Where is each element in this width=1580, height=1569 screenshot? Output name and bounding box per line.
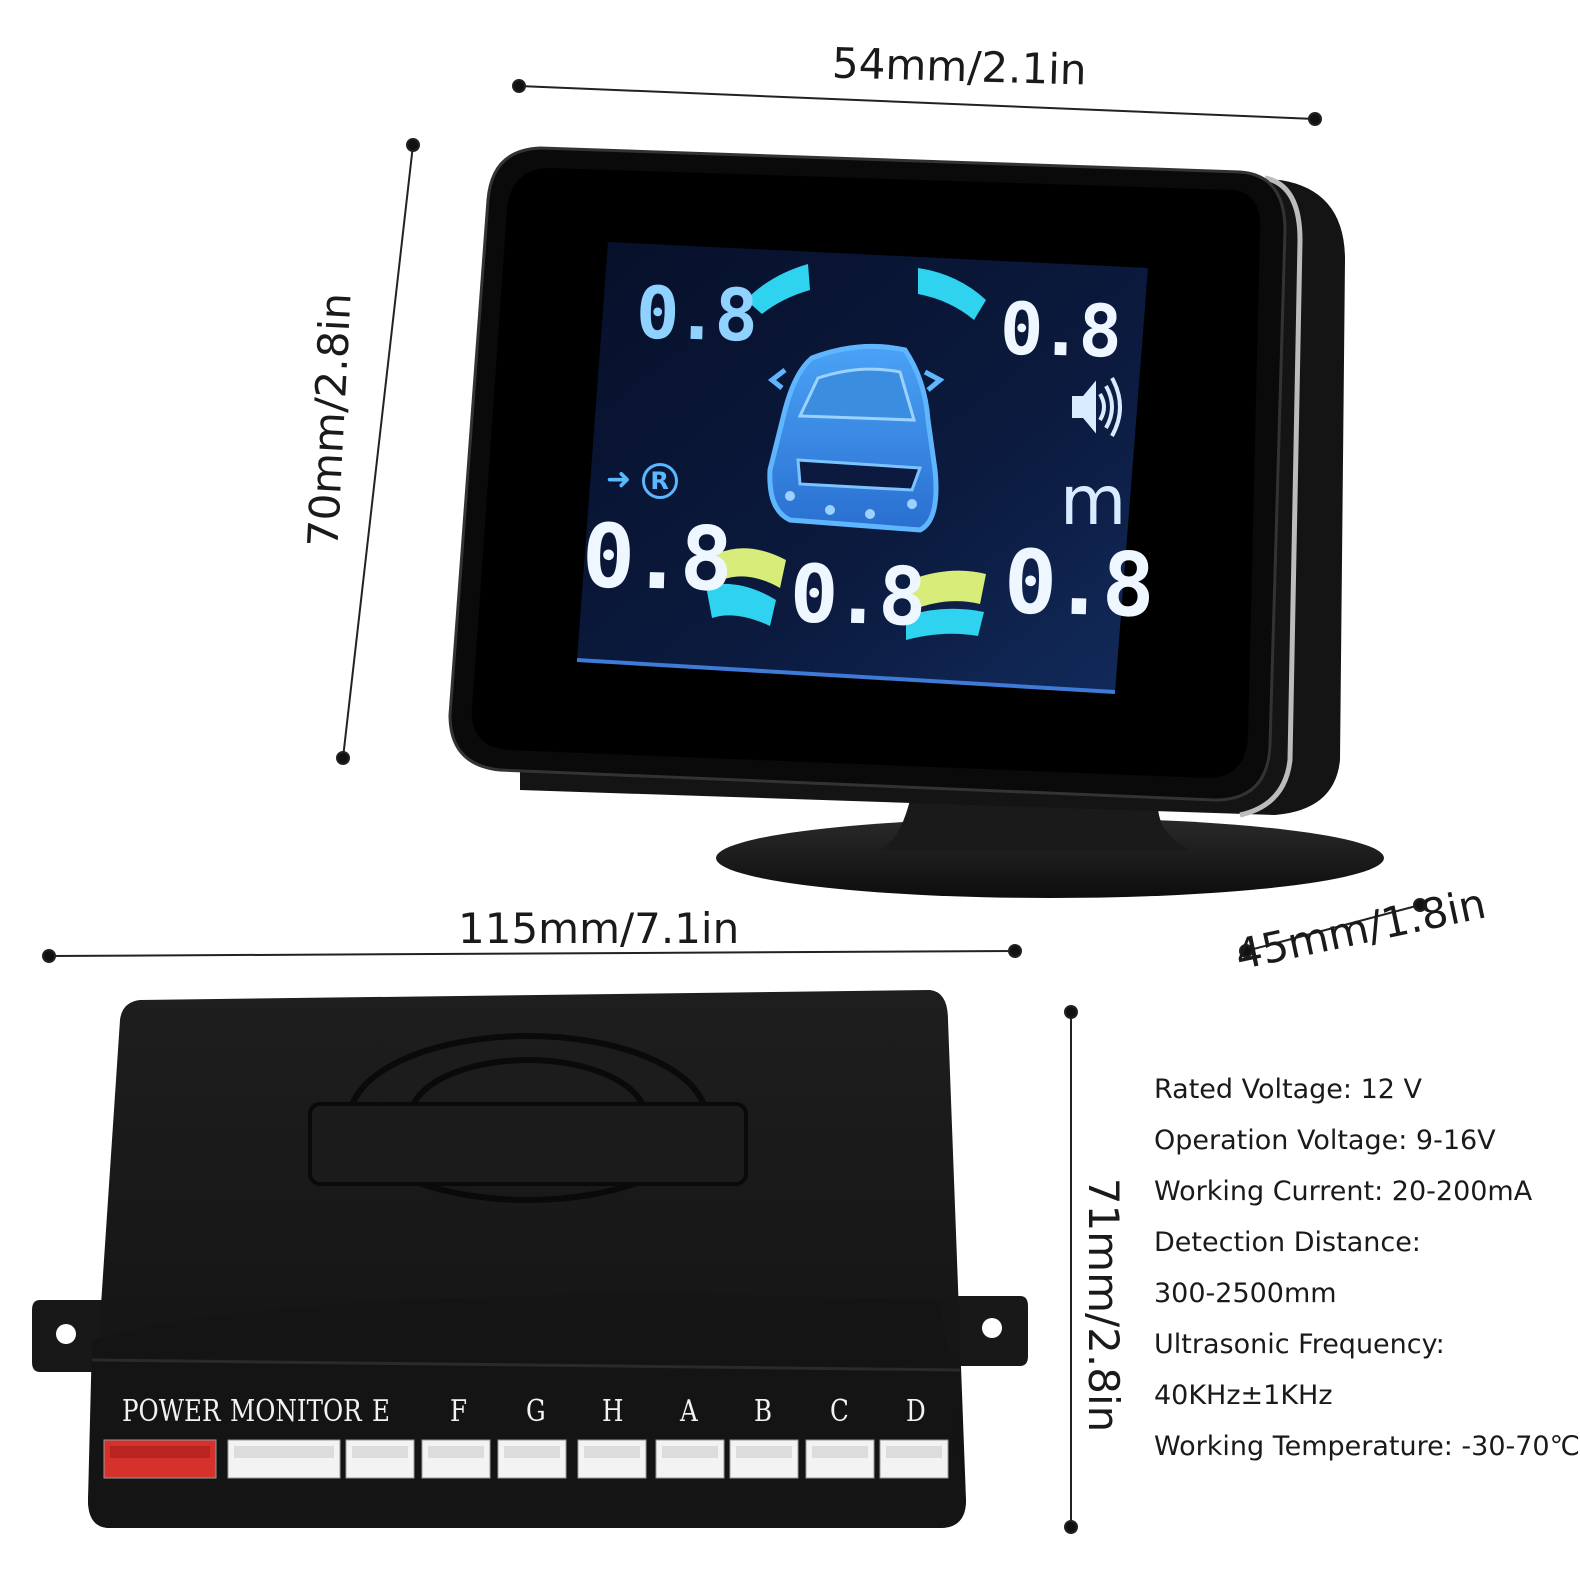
- connector-e[interactable]: [345, 1439, 415, 1479]
- connector-slot: [736, 1446, 792, 1458]
- port-label-d: D: [906, 1394, 926, 1429]
- connector-slot: [812, 1446, 868, 1458]
- spec-list: Rated Voltage: 12 V Operation Voltage: 9-…: [1154, 1070, 1580, 1478]
- port-label-e: E: [372, 1394, 390, 1429]
- spec-line: Ultrasonic Frequency:: [1154, 1329, 1445, 1360]
- control-box-length-label: 115mm/7.1in: [458, 904, 740, 953]
- connector-f[interactable]: [421, 1439, 491, 1479]
- spec-line: Rated Voltage: 12 V: [1154, 1074, 1422, 1105]
- port-label-a: A: [680, 1394, 698, 1429]
- arc-bottom-right-cyan: [906, 608, 984, 640]
- spec-line: Detection Distance:: [1154, 1227, 1421, 1258]
- connector-g[interactable]: [497, 1439, 567, 1479]
- port-label-power: POWER: [122, 1394, 221, 1429]
- connector-slot: [352, 1446, 408, 1458]
- emblem-bar: [308, 1102, 748, 1186]
- connector-slot: [504, 1446, 560, 1458]
- connector-monitor[interactable]: [227, 1439, 341, 1479]
- connector-slot: [886, 1446, 942, 1458]
- port-label-monitor: MONITOR: [230, 1394, 362, 1429]
- speaker-icon: [1072, 377, 1122, 437]
- port-label-g: G: [526, 1394, 546, 1429]
- connector-slot: [234, 1446, 334, 1458]
- spec-line: 40KHz±1KHz: [1154, 1380, 1333, 1411]
- arrow-right-icon: ➜: [606, 462, 632, 497]
- connector-a[interactable]: [655, 1439, 725, 1479]
- arc-bottom-left-cyan: [706, 583, 776, 626]
- connector-b[interactable]: [729, 1439, 799, 1479]
- spec-line: Working Temperature: -30-70℃: [1154, 1431, 1580, 1462]
- connector-power[interactable]: [103, 1439, 217, 1479]
- connector-slot: [110, 1446, 210, 1458]
- port-label-c: C: [830, 1394, 849, 1429]
- spec-line: Operation Voltage: 9-16V: [1154, 1125, 1496, 1156]
- arc-top-left: [746, 264, 810, 314]
- gear-letter: R: [641, 463, 678, 499]
- spec-line: 300-2500mm: [1154, 1278, 1337, 1309]
- connector-d[interactable]: [879, 1439, 949, 1479]
- connector-h[interactable]: [577, 1439, 647, 1479]
- connector-slot: [662, 1446, 718, 1458]
- connector-slot: [584, 1446, 640, 1458]
- connector-slot: [428, 1446, 484, 1458]
- port-label-h: H: [602, 1394, 624, 1429]
- arc-bottom-right-yellow: [910, 570, 986, 610]
- arc-bottom-left-yellow: [716, 548, 786, 588]
- arc-top-right: [918, 268, 986, 320]
- stand-base: [716, 818, 1384, 898]
- port-label-f: F: [450, 1394, 468, 1429]
- unit-label: m: [1060, 462, 1127, 541]
- spec-line: Working Current: 20-200mA: [1154, 1176, 1533, 1207]
- gear-r-icon: ➜ R: [606, 462, 678, 499]
- port-label-b: B: [754, 1394, 773, 1429]
- connector-c[interactable]: [805, 1439, 875, 1479]
- car-icon: [767, 343, 945, 533]
